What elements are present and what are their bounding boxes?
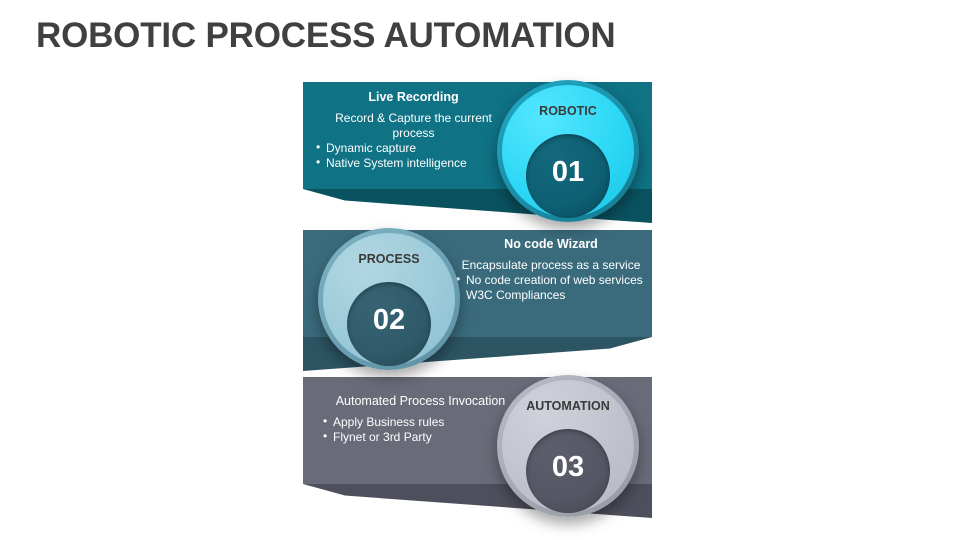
panel-heading-03: Automated Process Invocation: [335, 394, 506, 408]
step-circle-03[interactable]: AUTOMATION 03: [497, 375, 639, 517]
list-item: Apply Business rules: [323, 414, 518, 431]
circle-number-01: 01: [551, 156, 585, 188]
panel-heading-01: Live Recording: [368, 90, 459, 104]
list-item: W3C Compliances: [456, 287, 646, 304]
step-circle-01[interactable]: ROBOTIC 01: [497, 80, 639, 222]
panel-bullet-list-01: Dynamic capture Native System intelligen…: [316, 140, 511, 172]
page-title: ROBOTIC PROCESS AUTOMATION: [36, 16, 616, 55]
list-item: Dynamic capture: [316, 140, 511, 157]
inner-circle-02: [347, 282, 431, 366]
panel-subtitle-02: Encapsulate process as a service: [461, 257, 641, 272]
circle-number-03: 03: [551, 451, 585, 483]
panel-subtitle-01: Record & Capture the current process: [335, 110, 492, 140]
panel-text-block-03: Automated Process Invocation Apply Busin…: [323, 394, 518, 446]
panel-text-block-02: No code Wizard Encapsulate process as a …: [456, 237, 646, 304]
step-circle-02[interactable]: PROCESS 02: [318, 228, 460, 370]
inner-circle-01: [526, 134, 610, 218]
panel-heading-02: No code Wizard: [504, 237, 598, 251]
circle-number-02: 02: [372, 304, 406, 336]
circle-label-03: AUTOMATION: [526, 399, 610, 413]
inner-circle-03: [526, 429, 610, 513]
circle-label-01: ROBOTIC: [539, 104, 597, 118]
panel-bullet-list-02: No code creation of web services W3C Com…: [456, 272, 646, 304]
list-item: Native System intelligence: [316, 155, 511, 172]
panel-text-block-01: Live Recording Record & Capture the curr…: [316, 90, 511, 172]
circle-label-02: PROCESS: [358, 252, 420, 266]
list-item: No code creation of web services: [456, 272, 646, 289]
list-item: Flynet or 3rd Party: [323, 429, 518, 446]
panel-bullet-list-03: Apply Business rules Flynet or 3rd Party: [323, 414, 518, 446]
